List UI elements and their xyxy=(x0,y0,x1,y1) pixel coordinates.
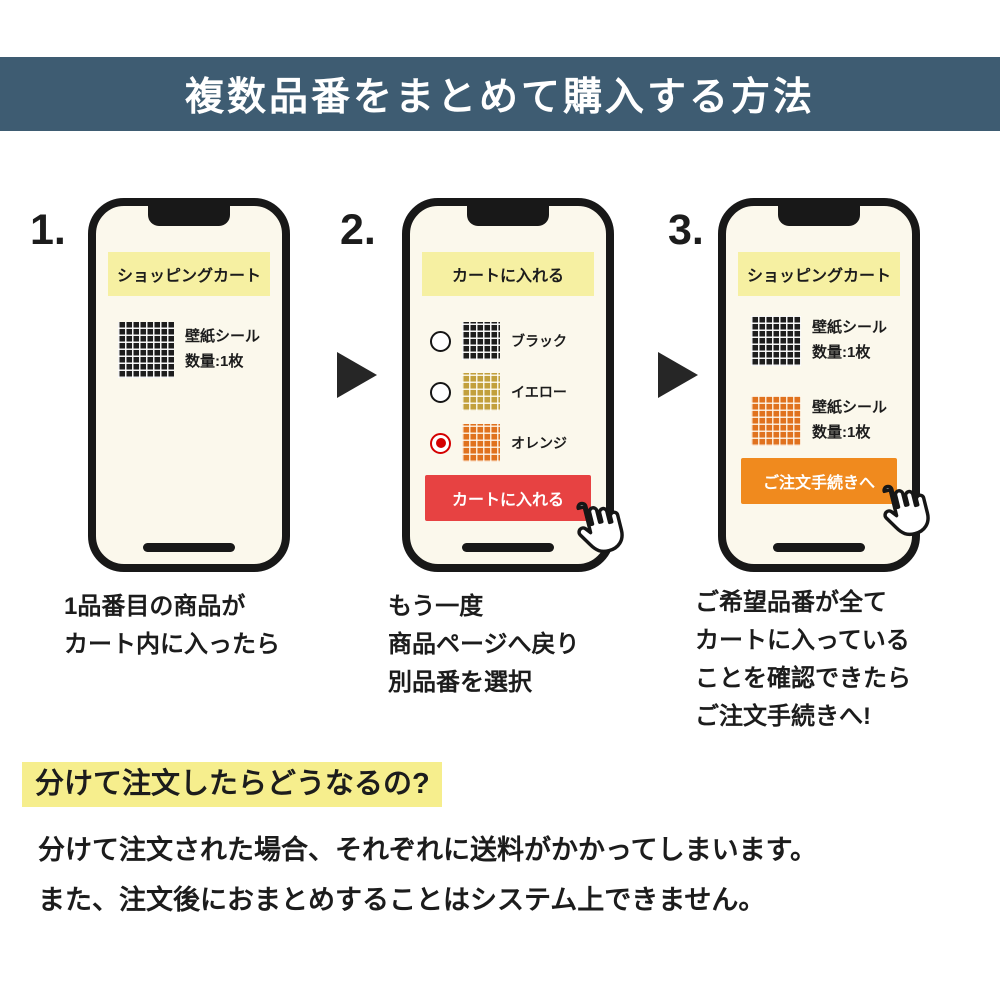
phone-step-1: ショッピングカート 壁紙シール 数量:1枚 xyxy=(88,198,290,572)
cart-header: ショッピングカート xyxy=(738,252,900,296)
radio-unselected-icon[interactable] xyxy=(430,330,451,352)
phone-notch xyxy=(467,206,549,226)
phone-step-2: カートに入れる ブラック イエロー オレンジ カートに入れる xyxy=(402,198,624,572)
caption-line: カート内に入ったら xyxy=(64,630,280,658)
footer-heading: 分けて注文したらどうなるの? xyxy=(22,760,442,807)
page-title: 複数品番をまとめて購入する方法 xyxy=(184,76,815,119)
color-option-orange[interactable]: オレンジ xyxy=(430,424,606,462)
cart-item-text: 壁紙シール 数量:1枚 xyxy=(185,325,260,375)
product-qty: 数量:1枚 xyxy=(184,353,244,370)
caption-line: もう一度 xyxy=(388,593,484,620)
product-swatch-black xyxy=(117,322,174,378)
option-label: オレンジ xyxy=(511,435,567,451)
phone-step-3: ショッピングカート 壁紙シール 数量:1枚 壁紙シール 数量:1枚 ご注文手続き… xyxy=(718,198,930,572)
caption-line: ご希望品番が全て xyxy=(695,589,887,616)
add-to-cart-button-label: カートに入れる xyxy=(451,492,564,509)
option-label: イエロー xyxy=(511,384,567,400)
product-name: 壁紙シール xyxy=(811,399,887,417)
page-title-banner: 複数品番をまとめて購入する方法 xyxy=(0,57,1000,131)
phone-notch xyxy=(148,206,230,226)
step-1-caption: 1品番目の商品が カート内に入ったら xyxy=(64,588,280,664)
cart-item: 壁紙シール 数量:1枚 xyxy=(96,322,282,378)
step-1-number: 1. xyxy=(30,206,66,254)
checkout-button-label: ご注文手続きへ xyxy=(762,475,875,492)
radio-selected-icon[interactable] xyxy=(430,432,451,454)
footer-note: 分けて注文された場合、それぞれに送料がかかってしまいます。 また、注文後におまと… xyxy=(38,826,817,926)
caption-line: ことを確認できたら xyxy=(695,664,911,692)
phone-notch xyxy=(778,206,860,226)
phone-screen: ショッピングカート 壁紙シール 数量:1枚 xyxy=(96,206,282,564)
cart-item: 壁紙シール 数量:1枚 xyxy=(726,316,912,366)
add-to-cart-button[interactable]: カートに入れる xyxy=(425,475,624,554)
phone-home-bar xyxy=(462,543,554,552)
step-3-caption: ご希望品番が全て カートに入っている ことを確認できたら ご注文手続きへ! xyxy=(695,584,911,736)
phone-home-bar xyxy=(143,543,235,552)
hand-pointer-icon xyxy=(576,501,624,554)
product-name: 壁紙シール xyxy=(811,319,887,337)
hand-pointer-icon xyxy=(882,484,930,537)
footer-note-line: 分けて注文された場合、それぞれに送料がかかってしまいます。 xyxy=(38,835,817,865)
right-arrow-icon xyxy=(658,352,698,398)
highlighted-heading-text: 分けて注文したらどうなるの? xyxy=(22,762,442,807)
cart-item: 壁紙シール 数量:1枚 xyxy=(726,396,912,446)
step-2-caption: もう一度 商品ページへ戻り 別品番を選択 xyxy=(388,588,580,702)
color-option-black[interactable]: ブラック xyxy=(430,322,606,360)
checkout-button[interactable]: ご注文手続きへ xyxy=(741,458,930,537)
color-option-yellow[interactable]: イエロー xyxy=(430,373,606,411)
caption-line: カートに入っている xyxy=(695,626,910,654)
phone-screen: カートに入れる ブラック イエロー オレンジ カートに入れる xyxy=(410,206,624,564)
product-swatch-yellow xyxy=(462,373,500,411)
right-arrow-icon xyxy=(337,352,377,398)
caption-line: ご注文手続きへ! xyxy=(695,702,871,730)
option-label: ブラック xyxy=(511,333,567,349)
product-swatch-black xyxy=(750,316,801,366)
footer-note-line: また、注文後におまとめすることはシステム上できません。 xyxy=(38,884,766,915)
cart-header: ショッピングカート xyxy=(108,252,270,296)
product-swatch-orange xyxy=(462,424,500,462)
caption-line: 1品番目の商品が xyxy=(64,593,246,620)
radio-unselected-icon[interactable] xyxy=(430,381,451,403)
phone-home-bar xyxy=(773,543,865,552)
product-qty: 数量:1枚 xyxy=(811,344,871,361)
product-qty: 数量:1枚 xyxy=(811,424,871,441)
product-name: 壁紙シール xyxy=(184,328,260,346)
add-to-cart-header: カートに入れる xyxy=(422,252,594,296)
phone-screen: ショッピングカート 壁紙シール 数量:1枚 壁紙シール 数量:1枚 ご注文手続き… xyxy=(726,206,930,564)
caption-line: 商品ページへ戻り xyxy=(388,630,580,658)
caption-line: 別品番を選択 xyxy=(388,668,532,696)
product-swatch-black xyxy=(462,322,500,360)
cart-item-text: 壁紙シール 数量:1枚 xyxy=(812,396,887,446)
product-swatch-orange xyxy=(750,396,801,446)
step-3-number: 3. xyxy=(668,206,704,254)
step-2-number: 2. xyxy=(340,206,376,254)
cart-item-text: 壁紙シール 数量:1枚 xyxy=(812,316,887,366)
